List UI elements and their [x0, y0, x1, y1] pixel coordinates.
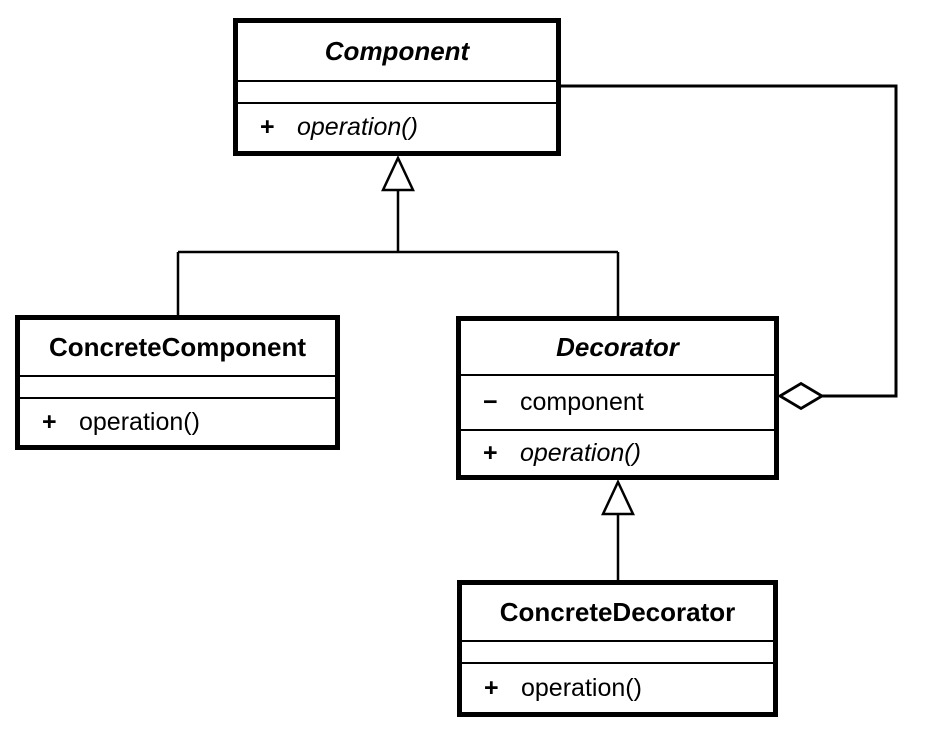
operation-label: operation()	[520, 438, 641, 467]
visibility-public-sign: +	[260, 113, 275, 141]
attributes-compartment-component	[238, 80, 556, 102]
generalization-connector-to-component	[176, 190, 620, 317]
attributes-compartment-concrete-decorator	[462, 640, 773, 662]
class-box-component: Component + operation()	[233, 18, 561, 156]
attributes-compartment-decorator: − component	[461, 374, 774, 429]
operation-row: + operation()	[462, 673, 773, 702]
operations-compartment-concrete-component: + operation()	[20, 397, 335, 445]
operation-label: operation()	[521, 673, 642, 702]
operations-compartment-component: + operation()	[238, 102, 556, 151]
operation-row: + operation()	[461, 438, 774, 467]
aggregation-connector	[561, 84, 898, 398]
class-box-concrete-decorator: ConcreteDecorator + operation()	[457, 580, 778, 717]
aggregation-diamond-icon	[777, 381, 825, 411]
class-title-concrete-component: ConcreteComponent	[48, 332, 307, 362]
operation-label: operation()	[79, 407, 200, 436]
operation-label: operation()	[297, 113, 418, 141]
class-title-decorator: Decorator	[556, 332, 679, 362]
operation-row: + operation()	[238, 115, 556, 140]
visibility-public-sign: +	[484, 673, 499, 702]
visibility-private-sign: −	[483, 388, 498, 416]
class-title-concrete-decorator: ConcreteDecorator	[499, 597, 736, 627]
visibility-public-sign: +	[483, 438, 498, 467]
class-box-concrete-component: ConcreteComponent + operation()	[15, 315, 340, 450]
attribute-row: − component	[461, 390, 774, 415]
operations-compartment-decorator: + operation()	[461, 429, 774, 475]
attribute-label: component	[520, 388, 644, 416]
class-title-component: Component	[324, 36, 470, 66]
visibility-public-sign: +	[42, 407, 57, 436]
inheritance-triangle-icon	[601, 479, 635, 516]
class-box-decorator: Decorator − component + operation()	[456, 316, 779, 480]
operation-row: + operation()	[20, 407, 335, 436]
inheritance-triangle-icon	[381, 155, 415, 192]
operations-compartment-concrete-decorator: + operation()	[462, 662, 773, 712]
attributes-compartment-concrete-component	[20, 375, 335, 397]
